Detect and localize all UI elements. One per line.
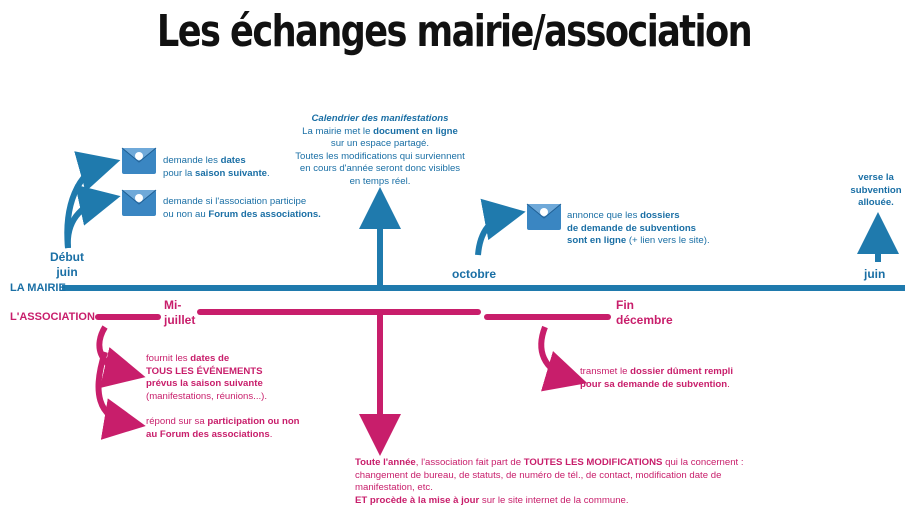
curved-arrow-icon [538,325,588,392]
page-title: Les échanges mairie/association [156,6,753,57]
mairie-demande-forum: demande si l'association participe ou no… [163,196,321,220]
curved-arrow-icon [95,351,146,440]
mairie-annonce-dossiers: annonce que les dossiers de demande de s… [567,210,710,247]
association-repond-forum: répond sur sa participation ou non au Fo… [146,416,300,440]
milestone-octobre: octobre [452,267,497,281]
association-fournit-dates: fournit les dates de TOUS LES ÉVÉNEMENTS… [146,353,268,402]
milestone-juin: juin [864,267,886,281]
milestone-mi-juillet: Mi-juillet [164,298,196,327]
association-transmet-dossier: transmet le dossier dûment rempli pour s… [580,366,734,390]
association-modifications: Toute l'année, l'association fait part d… [355,457,744,506]
mairie-row-label: LA MAIRIE [10,282,66,294]
mairie-verse-subvention: verse la subvention allouée. [850,172,902,209]
mairie-calendrier: Calendrier des manifestations La mairie … [295,113,465,187]
envelope-icon [121,189,157,216]
association-row-label: L'ASSOCIATION [10,311,95,323]
association-timeline [95,309,611,320]
mairie-demande-dates: demande les dates pour la saison suivant… [163,155,270,179]
curved-arrow-icon [64,184,121,249]
curved-arrow-icon [475,198,526,256]
envelope-icon [121,147,157,174]
envelope-icon [526,203,562,230]
